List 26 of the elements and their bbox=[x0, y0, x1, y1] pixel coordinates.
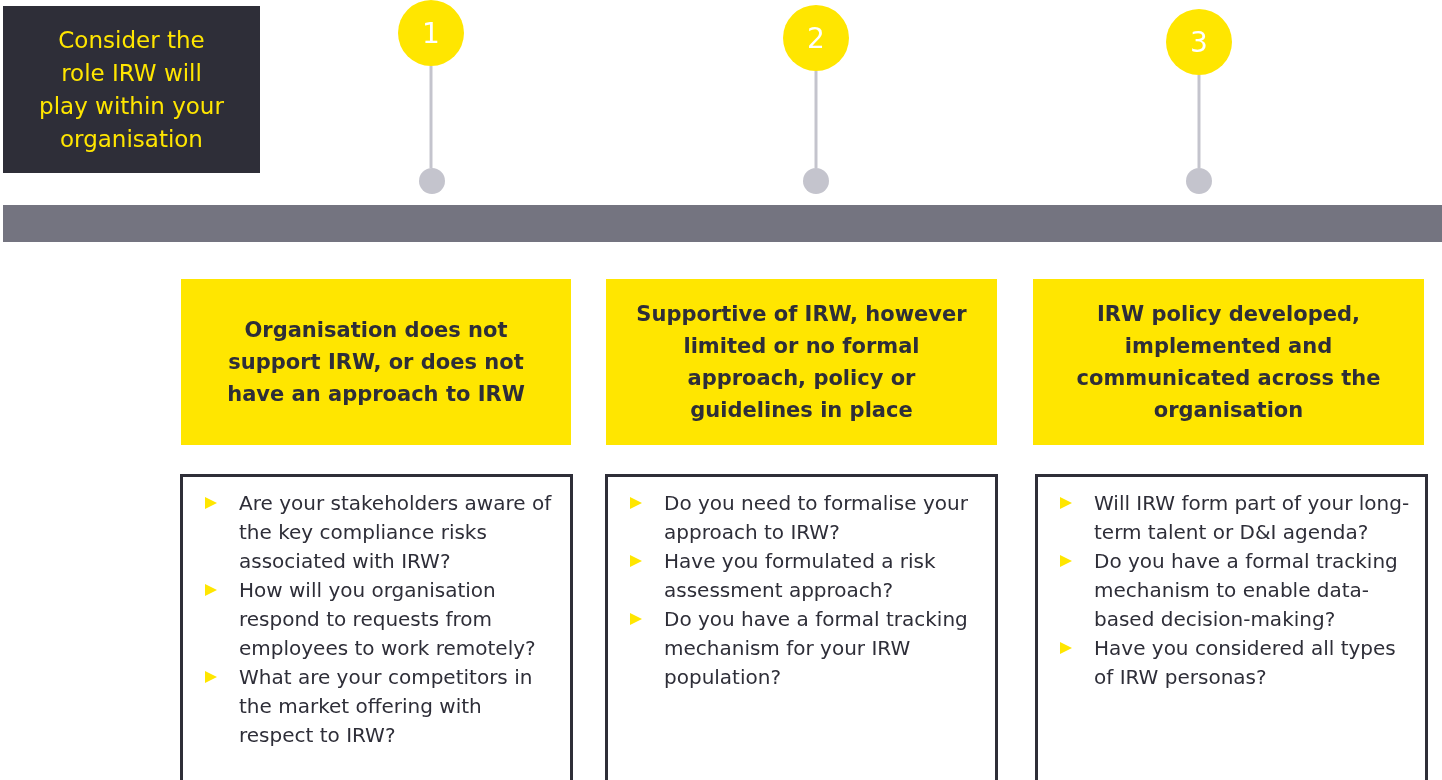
timeline-dot bbox=[1186, 168, 1212, 194]
question-text: How will you organisation respond to requests from employees to work remotely? bbox=[239, 577, 537, 662]
question-text: Do you need to formalise your approach to IRW? bbox=[664, 490, 969, 546]
stage-heading-box: IRW policy developed, implemented and communicated across the organisation bbox=[1033, 279, 1424, 445]
question-box bbox=[180, 474, 573, 780]
step-number-circle: 3 bbox=[1166, 9, 1232, 75]
connector-line bbox=[1197, 75, 1201, 168]
question-text: Do you have a formal tracking mechanism to enable data-based decision-making? bbox=[1094, 548, 1399, 633]
question-text: Have you considered all types of IRW personas? bbox=[1094, 635, 1397, 691]
timeline-bar bbox=[3, 205, 1442, 242]
step-number-circle: 1 bbox=[398, 0, 464, 66]
connector-line bbox=[814, 71, 818, 168]
connector-line bbox=[429, 66, 433, 168]
step-number-circle: 2 bbox=[783, 5, 849, 71]
timeline-dot bbox=[419, 168, 445, 194]
question-text: Are your stakeholders aware of the key compliance risks associated with IRW? bbox=[239, 490, 553, 575]
question-text: Have you formulated a risk assessment approach? bbox=[664, 548, 937, 604]
intro-box: Consider the role IRW will play within your organisation bbox=[3, 6, 260, 173]
timeline-dot bbox=[803, 168, 829, 194]
question-text: Do you have a formal tracking mechanism for your IRW population? bbox=[664, 606, 969, 691]
question-box bbox=[1035, 474, 1428, 780]
question-text: What are your competitors in the market offering with respect to IRW? bbox=[239, 664, 534, 749]
question-text: Will IRW form part of your long-term talent or D&I agenda? bbox=[1094, 490, 1411, 546]
stage-heading-box: Supportive of IRW, however limited or no formal approach, policy or guidelines in place bbox=[606, 279, 997, 445]
question-box bbox=[605, 474, 998, 780]
stage-heading-box: Organisation does not support IRW, or does not have an approach to IRW bbox=[181, 279, 571, 445]
